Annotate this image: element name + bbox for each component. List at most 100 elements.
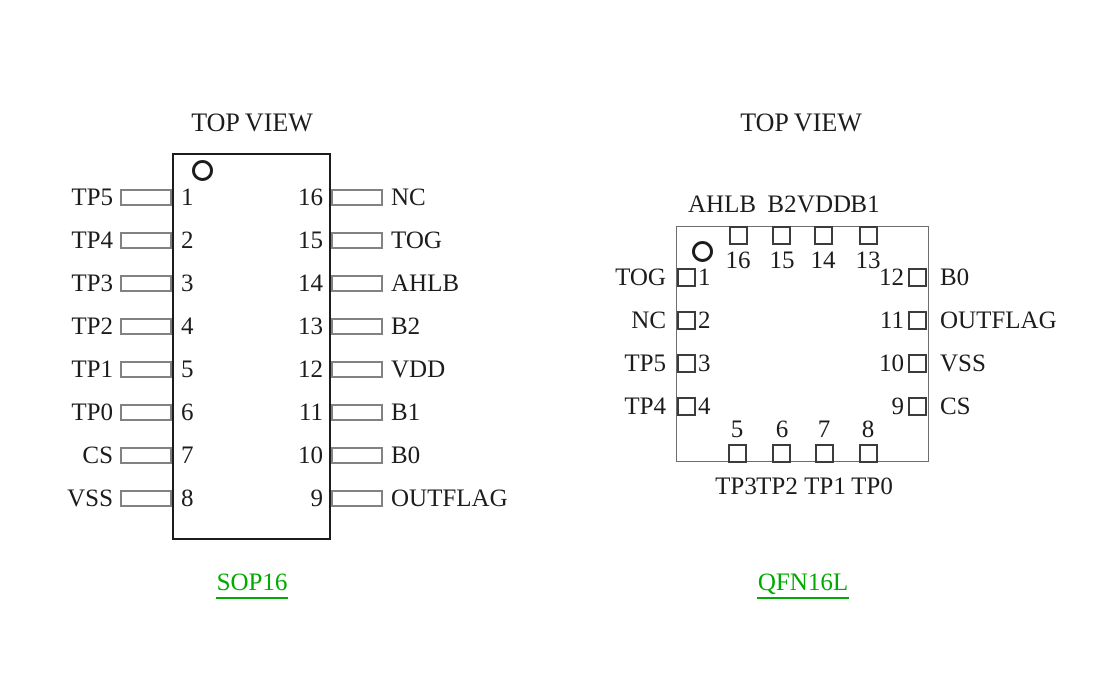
sop16-left-pin-lead — [120, 490, 172, 507]
sop16-pin-row: TP2 4 13 B2 — [0, 314, 1100, 340]
sop16-left-pin-number: 3 — [181, 270, 194, 297]
sop16-right-pin-lead — [331, 189, 383, 206]
qfn16l-right-pin-pad — [908, 354, 927, 373]
qfn16l-top-pin-label: B2 — [767, 191, 797, 218]
sop16-left-pin-number: 7 — [181, 442, 194, 469]
qfn16l-top-pin-pad — [814, 226, 833, 245]
sop16-left-pin-lead — [120, 404, 172, 421]
qfn16l-right-pin-number: 12 — [879, 264, 904, 291]
sop16-right-pin-lead — [331, 490, 383, 507]
sop16-top-view-title: TOP VIEW — [191, 108, 313, 137]
qfn16l-right-pin-pad — [908, 268, 927, 287]
sop16-left-pin-number: 8 — [181, 485, 194, 512]
qfn16l-caption: QFN16L — [723, 570, 883, 599]
sop16-left-pin-label: TP0 — [71, 399, 113, 426]
qfn16l-pin-row: NC 2 11 OUTFLAG — [0, 308, 1100, 334]
qfn16l-bottom-pin-number: 5 — [730, 416, 744, 443]
sop16-right-pin-number: 12 — [298, 356, 323, 383]
sop16-right-pin-label: TOG — [391, 227, 442, 254]
sop16-left-pin-number: 4 — [181, 313, 194, 340]
qfn16l-top-pin-number: 14 — [810, 247, 836, 274]
qfn16l-top-pin-number: 15 — [769, 247, 795, 274]
sop16-pin1-indicator-dot — [192, 160, 213, 181]
qfn16l-bottom-pin-label: TP1 — [804, 473, 846, 500]
sop16-right-pin-lead — [331, 404, 383, 421]
sop16-right-pin-label: AHLB — [391, 270, 460, 297]
sop16-right-pin-lead — [331, 447, 383, 464]
qfn16l-left-pin-number: 1 — [698, 264, 711, 291]
sop16-left-pin-number: 2 — [181, 227, 194, 254]
sop16-pin-row: TP5 1 16 NC — [0, 185, 1100, 211]
qfn16l-bottom-pin-pad — [772, 444, 791, 463]
sop16-left-pin-lead — [120, 447, 172, 464]
qfn16l-bottom-pin-label: TP3 — [715, 473, 757, 500]
qfn16l-left-pin-pad — [677, 354, 696, 373]
sop16-right-pin-label: B2 — [391, 313, 421, 340]
sop16-left-pin-label: CS — [82, 442, 113, 469]
sop16-right-pin-number: 15 — [298, 227, 323, 254]
sop16-left-pin-lead — [120, 232, 172, 249]
sop16-right-pin-number: 14 — [298, 270, 323, 297]
sop16-right-pin-label: B1 — [391, 399, 421, 426]
sop16-right-pin-lead — [331, 361, 383, 378]
qfn16l-bottom-pin-number: 8 — [861, 416, 875, 443]
sop16-pin-row: CS 7 10 B0 — [0, 443, 1100, 469]
sop16-left-pin-number: 1 — [181, 184, 194, 211]
sop16-left-pin-label: TP1 — [71, 356, 113, 383]
sop16-caption: SOP16 — [172, 570, 332, 599]
qfn16l-pin-row: TOG 1 12 B0 — [0, 265, 1100, 291]
qfn16l-top-pin-number: 16 — [725, 247, 751, 274]
qfn16l-bottom-pin-label: TP0 — [851, 473, 893, 500]
sop16-left-pin-lead — [120, 275, 172, 292]
qfn16l-top-pin-pad — [859, 226, 878, 245]
qfn16l-top-pin-label: AHLB — [687, 191, 757, 218]
qfn16l-pin-row: TP5 3 10 VSS — [0, 351, 1100, 377]
sop16-right-pin-label: VDD — [391, 356, 446, 383]
sop16-left-pin-number: 5 — [181, 356, 194, 383]
qfn16l-package-body — [676, 226, 929, 462]
sop16-left-pin-label: TP3 — [71, 270, 113, 297]
sop16-right-pin-number: 16 — [298, 184, 323, 211]
sop16-link[interactable]: SOP16 — [215, 570, 289, 599]
sop16-right-pin-lead — [331, 318, 383, 335]
qfn16l-top-view-title: TOP VIEW — [740, 108, 862, 137]
qfn16l-right-pin-number: 10 — [879, 350, 904, 377]
qfn16l-bottom-pin-pad — [859, 444, 878, 463]
sop16-pin-row: TP1 5 12 VDD — [0, 357, 1100, 383]
qfn16l-top-pin-pad — [729, 226, 748, 245]
qfn16l-left-pin-number: 4 — [698, 393, 711, 420]
qfn16l-right-pin-label: B0 — [940, 264, 970, 291]
qfn16l-left-pin-label: TP5 — [624, 350, 666, 377]
qfn16l-bottom-pin-number: 7 — [817, 416, 831, 443]
qfn16l-left-pin-number: 3 — [698, 350, 711, 377]
qfn16l-right-pin-pad — [908, 397, 927, 416]
qfn16l-left-pin-pad — [677, 268, 696, 287]
qfn16l-right-pin-number: 11 — [879, 307, 904, 334]
qfn16l-left-pin-number: 2 — [698, 307, 711, 334]
sop16-right-pin-number: 10 — [298, 442, 323, 469]
sop16-right-pin-number: 13 — [298, 313, 323, 340]
qfn16l-left-pin-pad — [677, 311, 696, 330]
sop16-left-pin-number: 6 — [181, 399, 194, 426]
qfn16l-left-pin-label: TP4 — [624, 393, 666, 420]
qfn16l-right-pin-label: CS — [940, 393, 971, 420]
qfn16l-top-pin-pad — [772, 226, 791, 245]
qfn16l-right-pin-label: VSS — [940, 350, 986, 377]
qfn16l-pin1-indicator-dot — [692, 241, 713, 262]
sop16-package-body — [172, 153, 331, 540]
sop16-right-pin-number: 11 — [298, 399, 323, 426]
sop16-left-pin-lead — [120, 361, 172, 378]
sop16-pin-row: TP4 2 15 TOG — [0, 228, 1100, 254]
qfn16l-right-pin-number: 9 — [891, 393, 905, 420]
qfn16l-link[interactable]: QFN16L — [756, 570, 850, 599]
sop16-right-pin-lead — [331, 275, 383, 292]
sop16-right-pin-label: NC — [391, 184, 426, 211]
qfn16l-top-pin-label: B1 — [850, 191, 880, 218]
qfn16l-right-pin-pad — [908, 311, 927, 330]
sop16-pin-row: VSS 8 9 OUTFLAG — [0, 486, 1100, 512]
qfn16l-pin-row: TP4 4 9 CS — [0, 394, 1100, 420]
sop16-right-pin-lead — [331, 232, 383, 249]
sop16-right-pin-label: B0 — [391, 442, 421, 469]
qfn16l-left-pin-label: TOG — [615, 264, 666, 291]
sop16-right-pin-label: OUTFLAG — [391, 485, 508, 512]
